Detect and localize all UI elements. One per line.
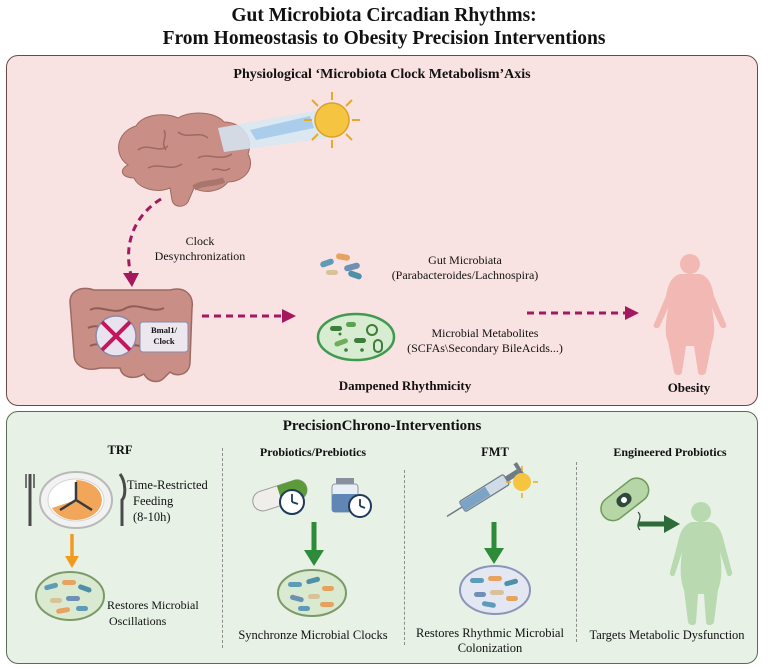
microbiota-label-line-1: Gut Microbiata: [428, 253, 502, 267]
probiotics-petri-dish-icon: [277, 569, 347, 617]
gene-label-line-1: Bmal1/: [151, 325, 177, 335]
green-arrow-engineered: [638, 515, 680, 533]
gene-label-line-2: Clock: [153, 336, 175, 346]
trf-result-line-2: Oscillations: [109, 614, 167, 628]
brain-icon: [118, 112, 251, 207]
microbiota-label-line-2: (Parabacteroides/Lachnospira): [391, 268, 539, 282]
green-arrow-probiotics: [304, 522, 324, 566]
separator-1: [222, 448, 223, 648]
top-panel-heading: Physiological ‘Microbiota Clock Metaboli…: [233, 67, 531, 82]
trf-result: Restores Microbial Oscillations: [107, 597, 222, 629]
fork-icon: [25, 474, 35, 526]
dashed-arrow-to-obesity: [527, 306, 639, 320]
fmt-title: FMT: [481, 445, 509, 459]
green-arrow-fmt: [484, 522, 504, 564]
trf-desc-line-1: Time-Restricted: [127, 478, 208, 492]
petri-dish-icon: [316, 312, 396, 362]
clock-label-line-2: Desynchronization: [154, 249, 246, 263]
trf-desc-line-3: (8-10h): [133, 510, 171, 524]
engineered-title: Engineered Probiotics: [613, 445, 727, 459]
dampened-rhythmicity-label: Dampened Rhythmicity: [338, 378, 472, 393]
metabolites-label: Microbial Metabolites (SCFAs\Secondary B…: [390, 326, 580, 356]
obesity-label: Obesity: [667, 380, 711, 395]
probiotics-title: Probiotics/Prebiotics: [259, 445, 367, 459]
gene-label: Bmal1/ Clock: [142, 325, 186, 347]
intestine-icon: [69, 287, 194, 383]
trf-result-line-1: Restores Microbial: [107, 598, 199, 612]
human-body-icon: [653, 254, 727, 375]
separator-2: [404, 470, 405, 645]
trf-petri-dish-icon: [35, 571, 105, 621]
orange-arrow: [65, 534, 79, 568]
engineered-human-body-icon: [669, 502, 733, 625]
trf-description: Time-Restricted Feeding (8-10h): [127, 477, 222, 525]
trf-title: TRF: [107, 443, 133, 457]
metabolites-label-line-2: (SCFAs\Secondary BileAcids...): [407, 341, 563, 355]
sun-icon: [218, 92, 360, 152]
dashed-arrow-gut-to-microbiota: [202, 309, 296, 323]
trf-desc-line-2: Feeding: [133, 494, 174, 508]
separator-3: [576, 462, 577, 642]
bottom-panel: [6, 411, 758, 664]
bottom-panel-heading: PrecisionChrono-Interventions: [282, 418, 482, 434]
fmt-result-line-1: Restores Rhythmic Microbial: [416, 626, 564, 640]
metabolites-label-line-1: Microbial Metabolites: [431, 326, 539, 340]
fmt-result: Restores Rhythmic Microbial Colonization: [404, 626, 576, 656]
fmt-result-line-2: Colonization: [457, 641, 523, 655]
probiotics-result: Synchronze Microbial Clocks: [238, 628, 388, 642]
figure-title-line-2: From Homeostasis to Obesity Precision In…: [162, 28, 606, 49]
pill-capsule-icon: [252, 478, 372, 518]
syringe-icon: [446, 462, 538, 518]
clock-label-line-1: Clock: [185, 234, 215, 248]
engineered-result: Targets Metabolic Dysfunction: [589, 628, 745, 642]
bacterium-icon: [600, 477, 650, 531]
figure-title-line-1: Gut Microbiota Circadian Rhythms:: [231, 5, 537, 26]
fmt-petri-dish-icon: [459, 565, 531, 615]
dashed-arrow-brain-to-gut: [123, 197, 162, 287]
microbiota-label: Gut Microbiata (Parabacteroides/Lachnosp…: [370, 253, 560, 283]
clock-label: Clock Desynchronization: [140, 234, 260, 264]
plate-clock-icon: [25, 471, 127, 529]
bacteria-cluster-icon: [320, 253, 362, 280]
knife-icon: [118, 473, 127, 526]
